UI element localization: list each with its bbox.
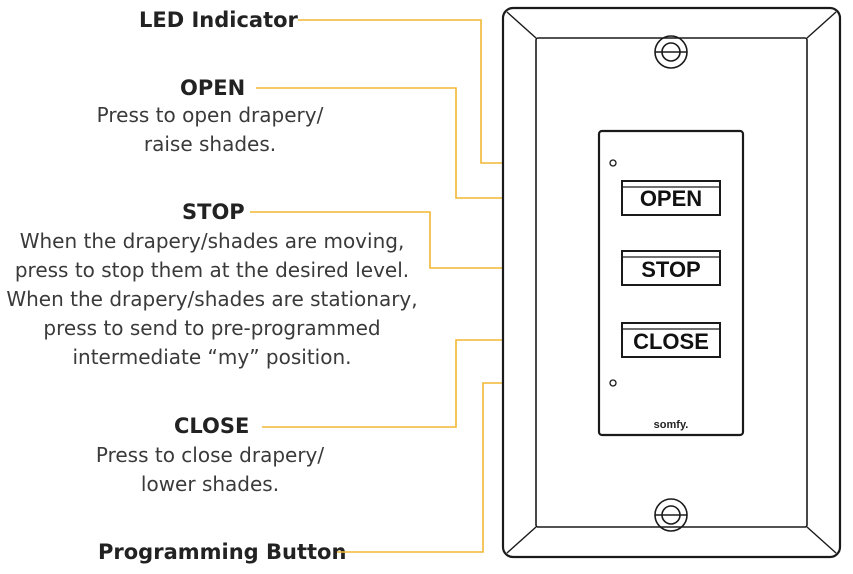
stop-button-label: STOP (641, 257, 701, 282)
stop-description-line: intermediate “my” position. (72, 345, 352, 369)
close-title: CLOSE (174, 414, 250, 438)
stop-title: STOP (182, 200, 245, 224)
top-screw-icon (654, 35, 688, 69)
bottom-screw-icon (654, 498, 688, 532)
open-button-label: OPEN (640, 186, 702, 211)
stop-description-line: When the drapery/shades are moving, (19, 229, 405, 253)
stop-description: When the drapery/shades are moving, pres… (0, 227, 424, 372)
open-description: Press to open drapery/ raise shades. (60, 101, 360, 159)
open-description-line: Press to open drapery/ (96, 103, 324, 127)
programming-button[interactable] (609, 379, 617, 387)
close-description-line: lower shades. (140, 472, 280, 496)
stop-button[interactable]: STOP (621, 250, 721, 286)
somfy-logo: somfy. (654, 419, 689, 431)
led-indicator (609, 159, 617, 167)
led-indicator-title: LED Indicator (139, 8, 298, 32)
close-description: Press to close drapery/ lower shades. (60, 441, 360, 499)
close-button-label: CLOSE (633, 329, 709, 354)
stop-description-line: When the drapery/shades are stationary, (6, 287, 418, 311)
open-description-line: raise shades. (143, 132, 277, 156)
open-title: OPEN (180, 76, 246, 100)
close-button[interactable]: CLOSE (621, 322, 721, 358)
stop-description-line: press to stop them at the desired level. (14, 258, 410, 282)
close-description-line: Press to close drapery/ (95, 443, 325, 467)
stop-description-line: press to send to pre-programmed (43, 316, 381, 340)
open-button[interactable]: OPEN (621, 180, 721, 216)
programming-button-title: Programming Button (98, 540, 347, 564)
